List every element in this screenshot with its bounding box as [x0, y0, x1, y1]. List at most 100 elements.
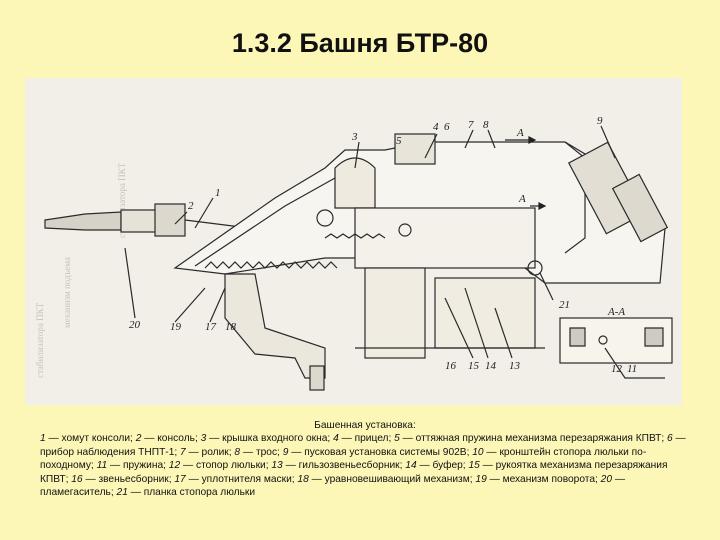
caption-item-text: — оттяжная пружина механизма перезаряжан…	[399, 433, 667, 445]
caption-item: 10 — кронштейн стопора люльки по-походно…	[40, 447, 646, 471]
caption-item: 13 — гильзозвеньесборник;	[271, 460, 405, 471]
caption-item-number: 15	[468, 460, 480, 472]
caption-item: 6 — прибор наблюдения ТНПТ-1;	[40, 433, 686, 457]
section-arrow-a-mid: A	[518, 193, 526, 205]
caption-item-number: 9	[282, 446, 289, 458]
caption-item: 4 — прицел;	[333, 433, 394, 444]
figure-caption: Башенная установка: 1 — хомут консоли; 2…	[40, 419, 690, 499]
caption-item: 21 — планка стопора люльки	[117, 487, 256, 498]
callout-18: 18	[225, 321, 237, 333]
callout-5: 5	[396, 135, 402, 147]
callout-19: 19	[170, 321, 182, 333]
caption-item-text: — крышка входного окна;	[206, 433, 334, 445]
callout-16: 16	[445, 360, 457, 372]
caption-item: 19 — механизм поворота;	[475, 474, 600, 485]
caption-item: 12 — стопор люльки;	[169, 460, 272, 471]
callout-1: 1	[215, 187, 221, 199]
caption-body: 1 — хомут консоли; 2 — консоль; 3 — крыш…	[40, 432, 690, 499]
caption-item-text: — механизм поворота;	[486, 473, 601, 485]
caption-item-text: — уравновешивающий механизм;	[308, 473, 476, 485]
caption-item-number: 5	[394, 433, 400, 445]
caption-item: 3 — крышка входного окна;	[201, 433, 333, 444]
caption-item-text: — звеньесборник;	[82, 473, 175, 485]
caption-item-number: 18	[297, 473, 309, 485]
caption-item: 15 — рукоятка механизма перезаряжания КП…	[40, 460, 667, 484]
caption-item-text: — трос;	[240, 446, 283, 458]
caption-item-text: — пламегаситель;	[40, 473, 626, 499]
callout-21: 21	[559, 299, 570, 311]
callout-7: 7	[468, 119, 474, 131]
turret-drawing: стабилизатора ПКТ механизм подъема стаби…	[35, 115, 673, 391]
caption-item: 8 — трос;	[234, 447, 282, 458]
callout-12: 12	[611, 363, 623, 375]
caption-item-text: — прибор наблюдения ТНПТ-1;	[40, 433, 686, 458]
section-label-a-a: A-A	[607, 306, 625, 318]
caption-item-text: — пусковая установка системы 902В;	[288, 446, 473, 458]
callout-13: 13	[509, 360, 521, 372]
callout-6: 6	[444, 121, 450, 133]
caption-item-number: 16	[71, 473, 83, 485]
caption-item: 11 — пружина;	[97, 460, 169, 471]
callout-20: 20	[129, 319, 141, 331]
caption-item-number: 11	[96, 460, 108, 472]
caption-item-text: — уплотнителя маски;	[185, 473, 298, 485]
caption-item-number: 8	[234, 446, 241, 458]
caption-item-number: 21	[116, 487, 128, 499]
callout-14: 14	[485, 360, 497, 372]
section-arrow-a-top: A	[516, 127, 524, 139]
caption-item: 18 — уравновешивающий механизм;	[297, 474, 475, 485]
callout-8: 8	[483, 119, 489, 131]
spring	[204, 261, 338, 269]
caption-item: 14 — буфер;	[405, 460, 468, 471]
caption-item-text: — прицел;	[338, 433, 395, 445]
caption-item-text: — планка стопора люльки	[127, 487, 256, 499]
caption-item-text: — ролик;	[185, 446, 235, 458]
roller	[316, 209, 334, 227]
caption-item-number: 10	[472, 446, 484, 458]
callout-2: 2	[188, 200, 194, 212]
sight	[394, 133, 436, 165]
caption-item: 2 — консоль;	[136, 433, 201, 444]
caption-item-text: — гильзозвеньесборник;	[282, 460, 406, 472]
caption-item: 16 — звеньесборник;	[71, 474, 174, 485]
caption-item-number: 17	[174, 473, 186, 485]
caption-item-number: 20	[600, 473, 612, 485]
lower-mechanism	[224, 273, 326, 379]
caption-item: 17 — уплотнителя маски;	[174, 474, 297, 485]
caption-item-number: 1	[40, 433, 46, 445]
caption-item-number: 7	[180, 446, 186, 458]
caption-item-text: — стопор люльки;	[180, 460, 272, 472]
caption-item-text: — пружина;	[107, 460, 169, 472]
callout-17: 17	[205, 321, 217, 333]
callout-3: 3	[351, 131, 358, 143]
caption-item: 20 — пламегаситель;	[40, 474, 625, 498]
callout-11: 11	[627, 363, 637, 375]
caption-item-number: 3	[200, 433, 207, 445]
callout-4: 4	[433, 121, 439, 133]
caption-item-number: 14	[405, 460, 417, 472]
flash-suppressor	[44, 211, 122, 231]
caption-item-text: — буфер;	[416, 460, 469, 472]
caption-item: 7 — ролик;	[180, 447, 234, 458]
caption-item-number: 4	[333, 433, 339, 445]
scan-side-text-2: механизм подъема	[62, 257, 72, 328]
callout-15: 15	[468, 360, 480, 372]
caption-item-text: — рукоятка механизма перезаряжания КПВТ;	[40, 460, 668, 485]
caption-item-number: 19	[475, 473, 487, 485]
caption-item: 1 — хомут консоли;	[40, 433, 136, 444]
caption-item-number: 12	[168, 460, 181, 472]
caption-item-number: 6	[666, 433, 673, 445]
caption-item: 9 — пусковая установка системы 902В;	[283, 447, 473, 458]
caption-item-text: — кронштейн стопора люльки по-походному;	[40, 446, 647, 472]
caption-item: 5 — оттяжная пружина механизма перезаряж…	[394, 433, 667, 444]
page-title: 1.3.2 Башня БТР-80	[231, 28, 489, 58]
caption-item-number: 13	[271, 460, 283, 472]
caption-item-text: — консоль;	[141, 433, 201, 445]
scan-side-text-1: стабилизатора ПКТ	[35, 302, 45, 378]
callout-9: 9	[597, 115, 603, 127]
turret-diagram: стабилизатора ПКТ механизм подъема стаби…	[25, 78, 682, 405]
scan-side-text-3: стабилизатора ПКТ	[117, 162, 127, 238]
barrel-collar	[154, 203, 186, 237]
caption-item-number: 2	[135, 433, 142, 445]
caption-item-text: — хомут консоли;	[45, 433, 136, 445]
